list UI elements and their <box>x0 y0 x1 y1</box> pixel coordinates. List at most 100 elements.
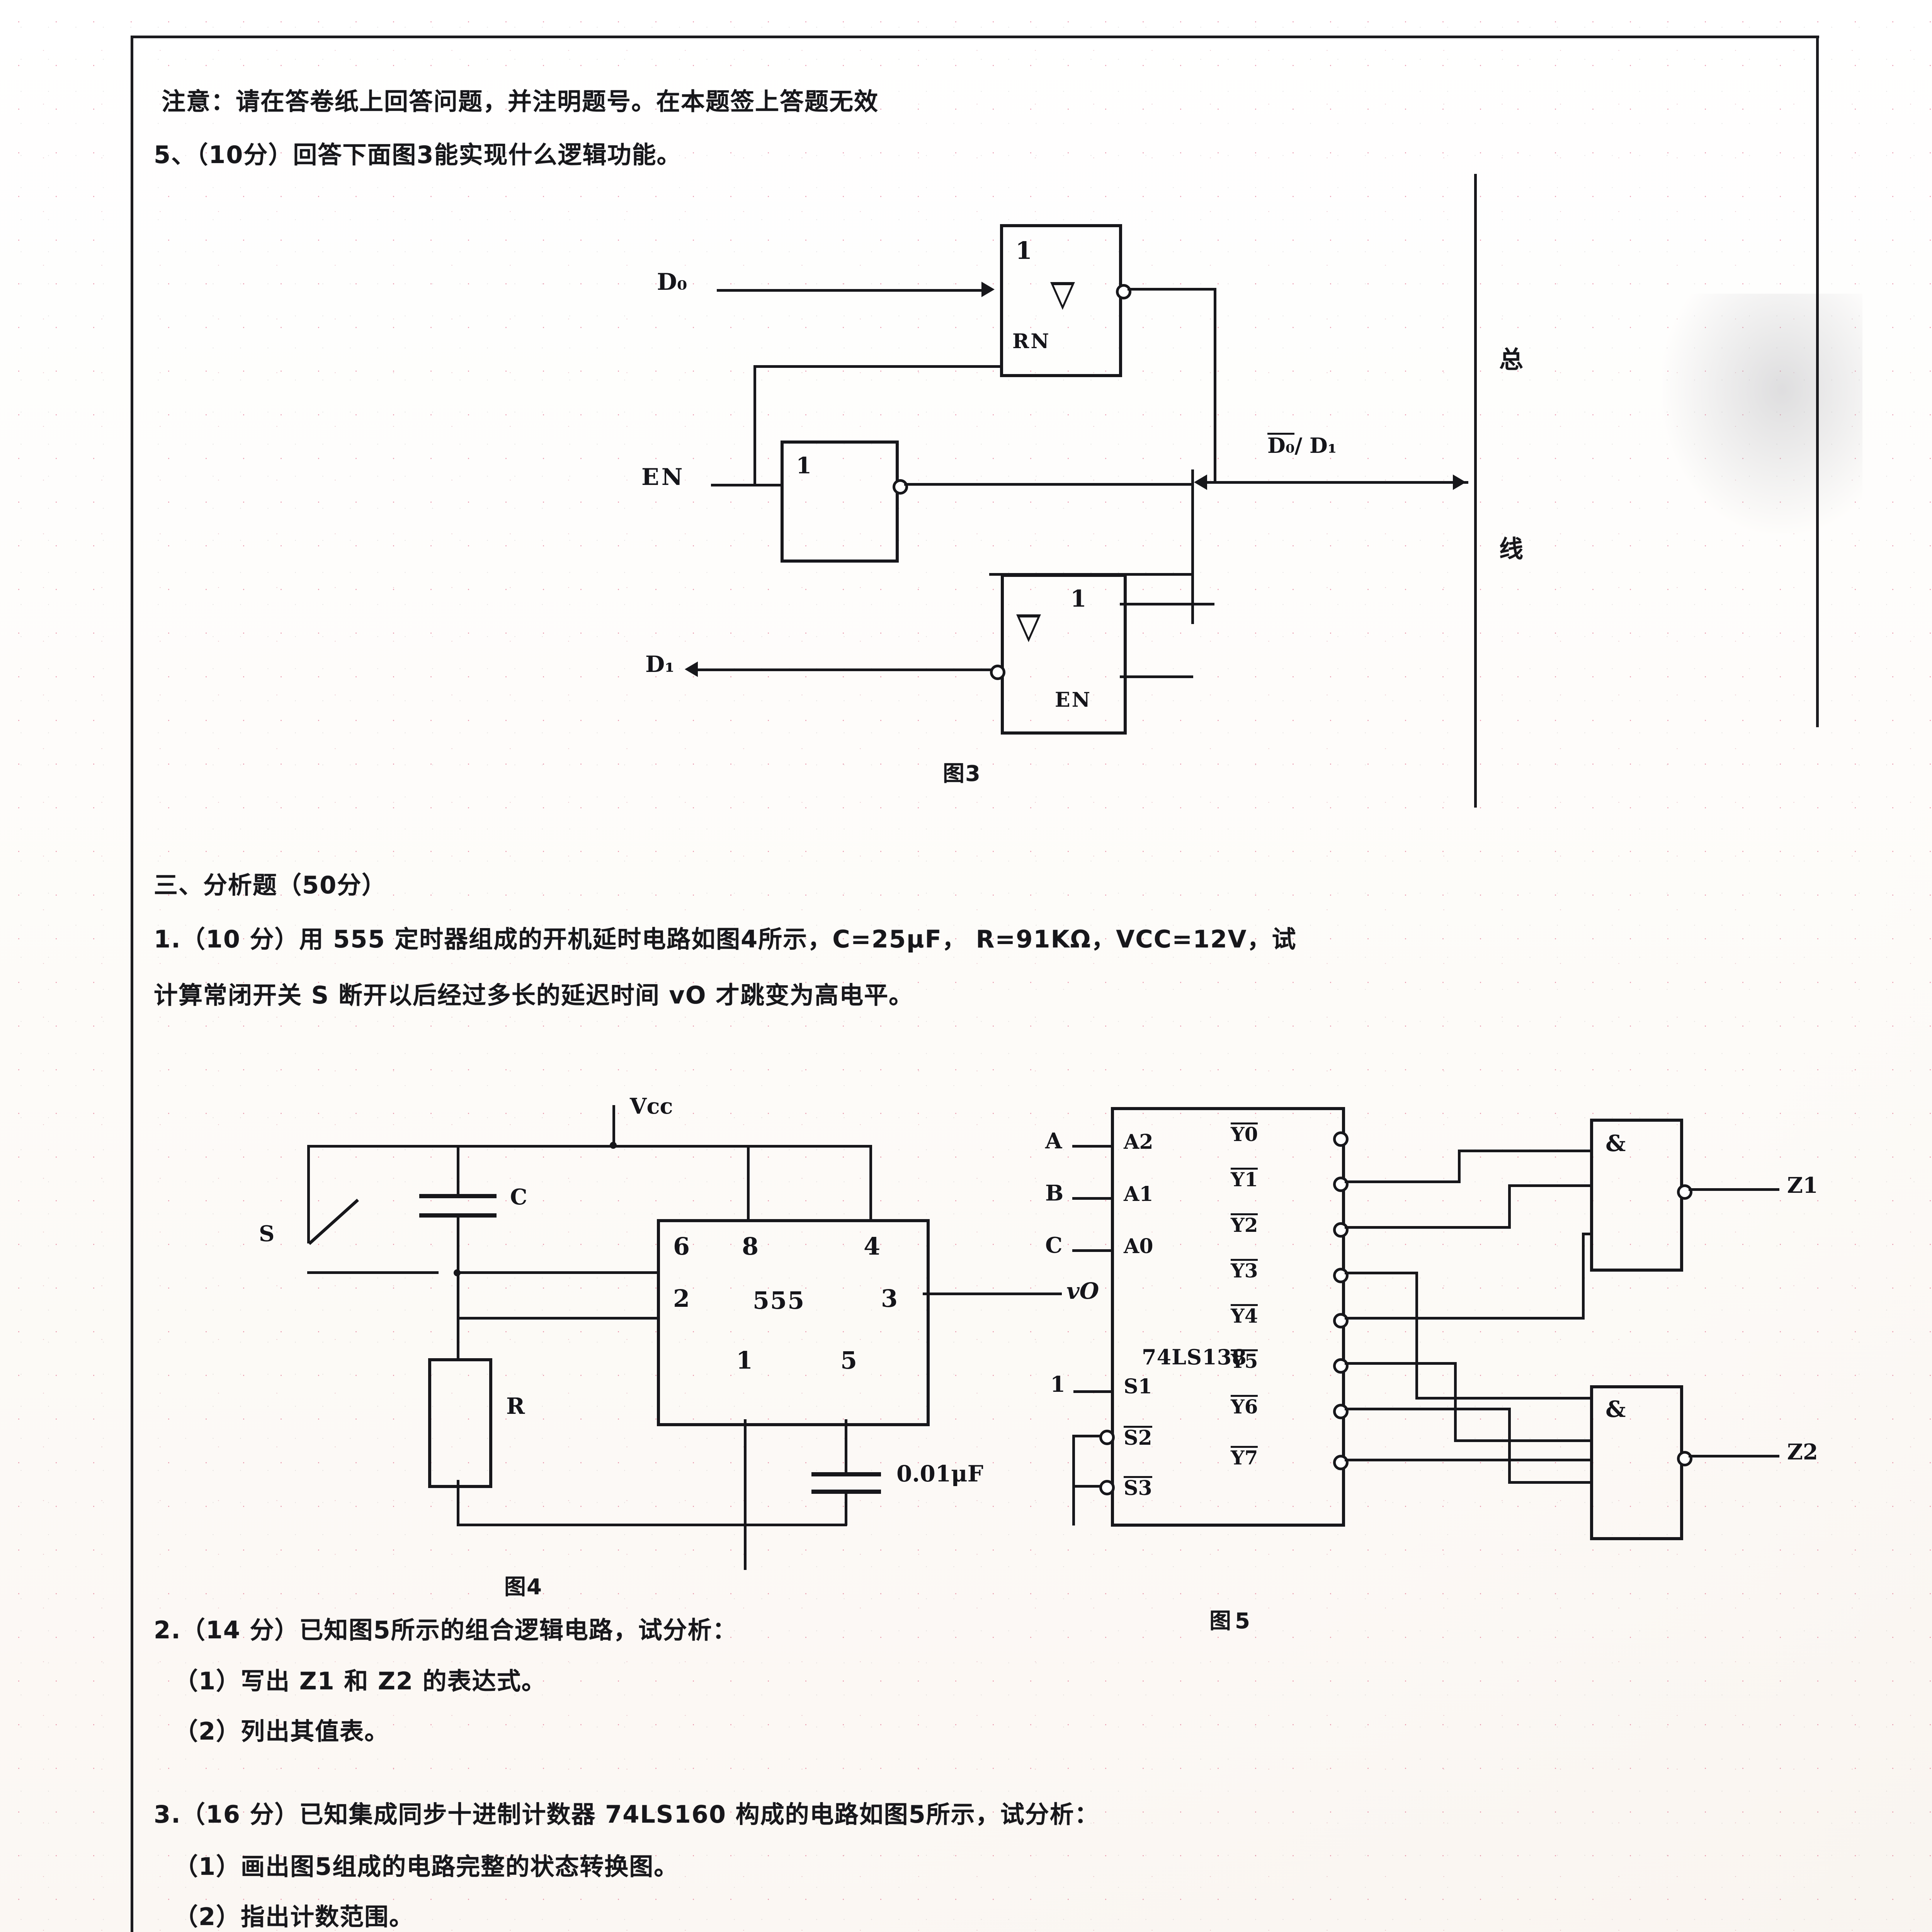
fig5a-nand1-out-wire <box>1689 1188 1779 1191</box>
fig3-top-gate-box <box>1000 224 1122 377</box>
fig4-chip-555-label: 555 <box>753 1286 805 1315</box>
fig4-chip-555-box <box>657 1219 930 1426</box>
fig5a-output-z1: Z1 <box>1787 1173 1818 1198</box>
fig5a-out-y1-text: Y1 <box>1231 1168 1258 1191</box>
fig4-cap-plate-top <box>419 1194 497 1198</box>
fig4-pin-1: 1 <box>736 1346 753 1374</box>
fig5a-input-b-label: B <box>1045 1180 1064 1206</box>
fig3-top-gate-output-bubble <box>1116 284 1131 299</box>
fig5a-wire-s2-stub <box>1072 1435 1100 1437</box>
fig3-bot-gate-label-1: 1 <box>1070 585 1087 612</box>
fig4-resistor-r <box>428 1358 492 1488</box>
fig3-wire-d1 <box>696 668 991 671</box>
fig5a-nand1-bubble <box>1677 1184 1692 1200</box>
fig4-wire-top-bridge <box>747 1145 871 1148</box>
fig5a-nand2-out-wire <box>1689 1455 1779 1458</box>
fig3-wire-top-out <box>1128 288 1216 291</box>
fig5a-route-y6-to-g2 <box>1508 1481 1591 1484</box>
fig5a-out-y3-text: Y3 <box>1231 1259 1258 1282</box>
question-1-line2: 计算常闭开关 S 断开以后经过多长的延迟时间 vO 才跳变为高电平。 <box>154 981 914 1009</box>
fig3-mid-gate-box <box>781 440 899 563</box>
fig5a-route-y6-down <box>1508 1408 1511 1483</box>
fig5a-route-y5 <box>1345 1362 1457 1365</box>
fig3-wire-rn <box>753 365 1003 368</box>
fig4-wire-cap-bottom <box>457 1216 459 1272</box>
fig5a-out-y7: Y7 <box>1231 1446 1258 1468</box>
fig4-wire-to-pin2 <box>457 1317 658 1320</box>
fig4-pin-4: 4 <box>864 1232 881 1260</box>
fig4-cap2-plate-bottom <box>811 1490 881 1494</box>
question-3-sub1: （1）画出图5组成的电路完整的状态转换图。 <box>174 1852 679 1881</box>
fig5a-bubble-y0 <box>1333 1131 1349 1147</box>
question-2-sub2: （2）列出其值表。 <box>174 1717 389 1745</box>
fig5a-pin-a0: A0 <box>1124 1235 1153 1258</box>
fig4-resistor-label: R <box>506 1393 525 1419</box>
fig4-wire-r-bottom <box>457 1480 459 1526</box>
fig5a-bubble-y3 <box>1333 1268 1349 1283</box>
fig5a-out-y4: Y4 <box>1231 1304 1258 1326</box>
fig5a-output-z2: Z2 <box>1787 1439 1818 1465</box>
fig5a-bubble-y4 <box>1333 1313 1349 1328</box>
fig3-bot-gate-box <box>1001 574 1127 735</box>
fig4-wire-node-down <box>457 1271 459 1320</box>
fig5a-chip-label: 74LS138 <box>1142 1345 1247 1369</box>
fig5a-bubble-y7 <box>1333 1455 1349 1470</box>
notice-line: 注意：请在答卷纸上回答问题，并注明题号。在本题签上答题无效 <box>162 87 879 116</box>
fig4-vcc-label: Vcc <box>630 1094 673 1119</box>
fig4-cap-plate-bottom <box>419 1213 497 1218</box>
fig5a-route-y1-up <box>1458 1150 1461 1182</box>
fig3-arrow-d0 <box>981 282 995 297</box>
question-3-line1: 3.（16 分）已知集成同步十进制计数器 74LS160 构成的电路如图5所示，… <box>154 1800 1099 1828</box>
fig5a-out-y5-text: Y5 <box>1231 1349 1258 1372</box>
fig4-cap2-plate-top <box>811 1472 881 1476</box>
fig4-wire-cap-top <box>457 1145 459 1195</box>
fig4-wire-cap2-bottom <box>845 1493 847 1526</box>
question-5-text: 5、（10分）回答下面图3能实现什么逻辑功能。 <box>154 141 682 169</box>
fig5a-out-y6: Y6 <box>1231 1395 1258 1417</box>
fig3-bus-signal-rest: / D₁ <box>1294 433 1337 458</box>
fig4-pin-5: 5 <box>840 1346 857 1374</box>
fig3-output-d1-label: D₁ <box>645 651 675 677</box>
fig5a-nand2-bubble <box>1677 1451 1692 1466</box>
fig3-bus-label-bottom: 线 <box>1499 535 1524 563</box>
section-3-heading: 三、分析题（50分） <box>154 871 387 899</box>
fig5a-route-y7 <box>1345 1459 1592 1461</box>
fig5a-input-a-label: A <box>1045 1128 1062 1154</box>
fig4-wire-gnd-rail <box>457 1524 847 1526</box>
fig4-wire-switch-bottom <box>307 1271 439 1274</box>
fig5a-out-y0-text: Y0 <box>1231 1122 1258 1146</box>
fig4-wire-switch-left <box>307 1145 310 1243</box>
fig5a-route-y6 <box>1345 1408 1511 1410</box>
fig3-arrow-bus-right <box>1453 474 1466 490</box>
fig5a-out-y4-text: Y4 <box>1231 1304 1258 1327</box>
fig3-arrow-bus-left <box>1194 474 1207 490</box>
fig5a-wire-c <box>1072 1249 1113 1252</box>
fig5a-pin-a2: A2 <box>1124 1130 1153 1154</box>
fig4-wire-pin1-gnd <box>744 1419 747 1526</box>
fig4-wire-pin4-vcc <box>869 1145 872 1220</box>
fig3-wire-mid-out <box>904 483 1194 486</box>
fig5a-route-y2 <box>1345 1226 1511 1229</box>
page-border-left <box>131 36 133 1932</box>
fig5a-route-y4-top <box>1582 1233 1591 1235</box>
fig3-top-gate-label-1: 1 <box>1015 236 1032 265</box>
fig5a-s3-bubble <box>1099 1480 1115 1495</box>
fig5a-route-y3-down <box>1415 1272 1418 1399</box>
fig5a-nand1-box <box>1590 1119 1683 1272</box>
fig3-bus-signal-label: D₀/ D₁ <box>1267 433 1337 456</box>
fig4-wire-vcc-stub <box>612 1105 615 1148</box>
fig5a-route-y2-top <box>1508 1184 1591 1187</box>
fig4-pin-8: 8 <box>742 1232 759 1260</box>
fig5a-route-y4-up <box>1582 1233 1585 1320</box>
fig3-bot-gate-output-bubble <box>990 665 1005 680</box>
fig3-mid-gate-output-bubble <box>893 479 908 495</box>
fig5a-route-y5-to-g2 <box>1454 1439 1591 1442</box>
fig3-wire-bot-right <box>1120 603 1214 605</box>
fig3-input-d0-label: D₀ <box>657 269 687 296</box>
fig5a-input-one-label: 1 <box>1050 1372 1065 1397</box>
fig5a-route-y4 <box>1345 1317 1584 1320</box>
fig3-bus-line <box>1474 174 1477 808</box>
fig5a-out-y0: Y0 <box>1231 1122 1258 1144</box>
fig5a-out-y3: Y3 <box>1231 1259 1258 1281</box>
